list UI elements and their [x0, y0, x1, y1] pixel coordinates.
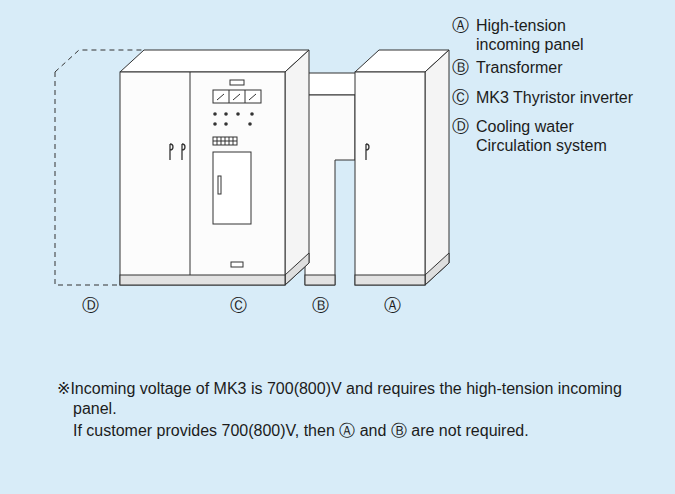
legend-text: MK3 Thyristor inverter: [476, 88, 666, 107]
note-text: If customer provides 700(800)V, then Ⓐ a…: [73, 421, 529, 441]
legend-text: Transformer: [476, 58, 666, 77]
legend-key-letter: Ⓒ: [452, 89, 469, 106]
legend-text: Cooling water Circulation system: [476, 117, 626, 155]
callout-letter: Ⓒ: [230, 297, 247, 314]
callout-letter: Ⓓ: [82, 297, 99, 314]
note-text: ※Incoming voltage of MK3 is 700(800)V an…: [57, 379, 632, 419]
callout-letter: Ⓑ: [312, 297, 329, 314]
callout-letter: Ⓐ: [384, 297, 401, 314]
legend-text: High-tension incoming panel: [476, 16, 626, 54]
legend-key-letter: Ⓐ: [452, 17, 469, 34]
legend-key-letter: Ⓑ: [452, 59, 469, 76]
legend-key-letter: Ⓓ: [452, 118, 469, 135]
inverter-drawing: [120, 50, 309, 285]
incoming-panel-drawing: [355, 50, 449, 285]
